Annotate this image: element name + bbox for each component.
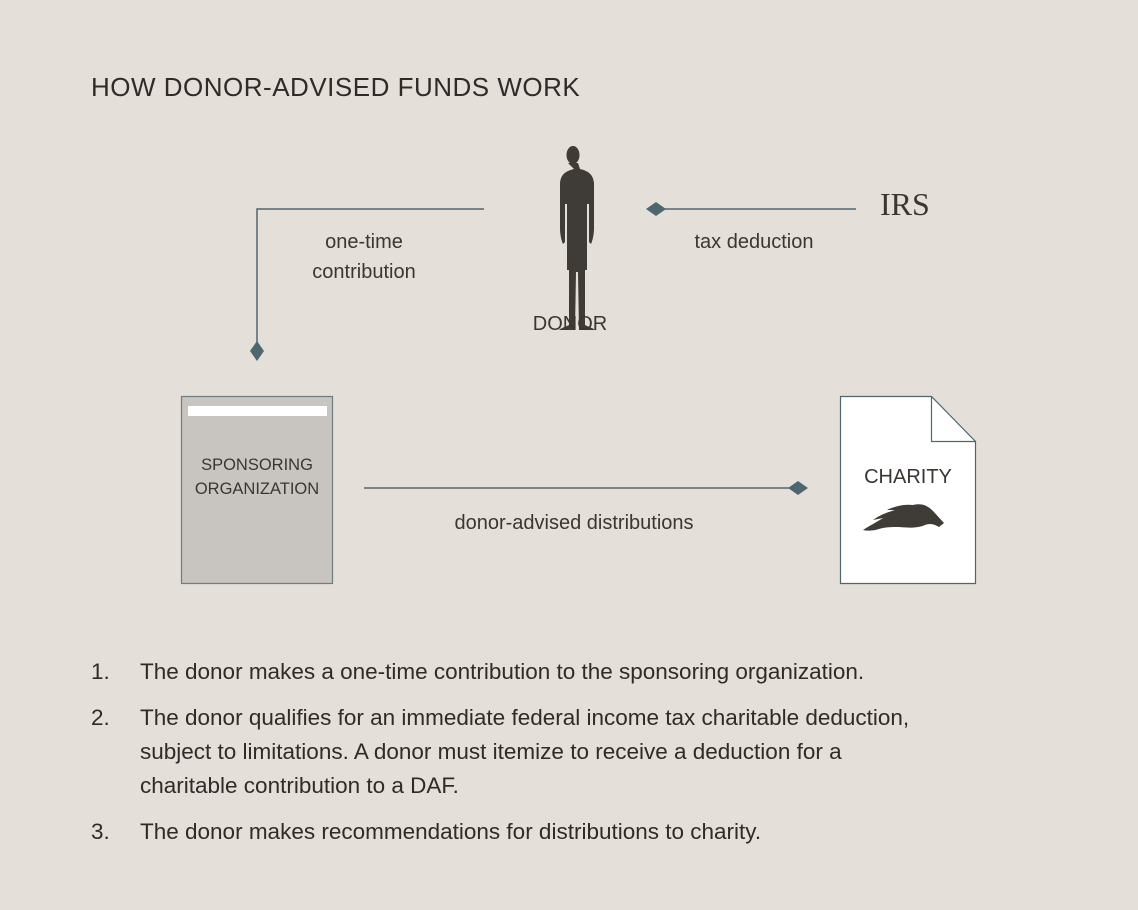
irs-label: IRS bbox=[880, 186, 930, 222]
step-number: 1. bbox=[91, 659, 110, 684]
step-text: The donor qualifies for an immediate fed… bbox=[140, 705, 910, 798]
distributions-label: donor-advised distributions bbox=[454, 512, 693, 534]
step-text: The donor makes a one-time contribution … bbox=[140, 659, 865, 684]
sponsor-label-1: SPONSORING bbox=[201, 456, 313, 474]
charity-label: CHARITY bbox=[864, 466, 952, 488]
step-number: 3. bbox=[91, 819, 110, 844]
tax-deduction-connector bbox=[646, 202, 856, 216]
distributions-connector bbox=[364, 481, 808, 495]
diamond-marker-icon bbox=[250, 341, 264, 361]
step-text: The donor makes recommendations for dist… bbox=[140, 819, 762, 844]
step-item: 3. The donor makes recommendations for di… bbox=[91, 815, 1051, 849]
step-number: 2. bbox=[91, 705, 110, 730]
contribution-label-2: contribution bbox=[312, 261, 415, 283]
diamond-marker-icon bbox=[788, 481, 808, 495]
sponsor-label-2: ORGANIZATION bbox=[195, 480, 319, 498]
diamond-marker-icon bbox=[646, 202, 666, 216]
step-item: 1. The donor makes a one-time contributio… bbox=[91, 655, 1051, 689]
contribution-connector bbox=[250, 208, 484, 361]
steps-list: 1. The donor makes a one-time contributio… bbox=[91, 655, 1051, 861]
page-title: HOW DONOR-ADVISED FUNDS WORK bbox=[91, 72, 581, 102]
open-hand-icon bbox=[863, 504, 944, 531]
person-icon bbox=[559, 146, 595, 330]
tax-deduction-label: tax deduction bbox=[695, 231, 814, 253]
donor-label: DONOR bbox=[533, 313, 607, 335]
contribution-label-1: one-time bbox=[325, 231, 403, 253]
sponsoring-organization-box bbox=[180, 395, 334, 585]
step-item: 2. The donor qualifies for an immediate f… bbox=[91, 701, 1051, 803]
charity-document-icon bbox=[839, 395, 977, 585]
